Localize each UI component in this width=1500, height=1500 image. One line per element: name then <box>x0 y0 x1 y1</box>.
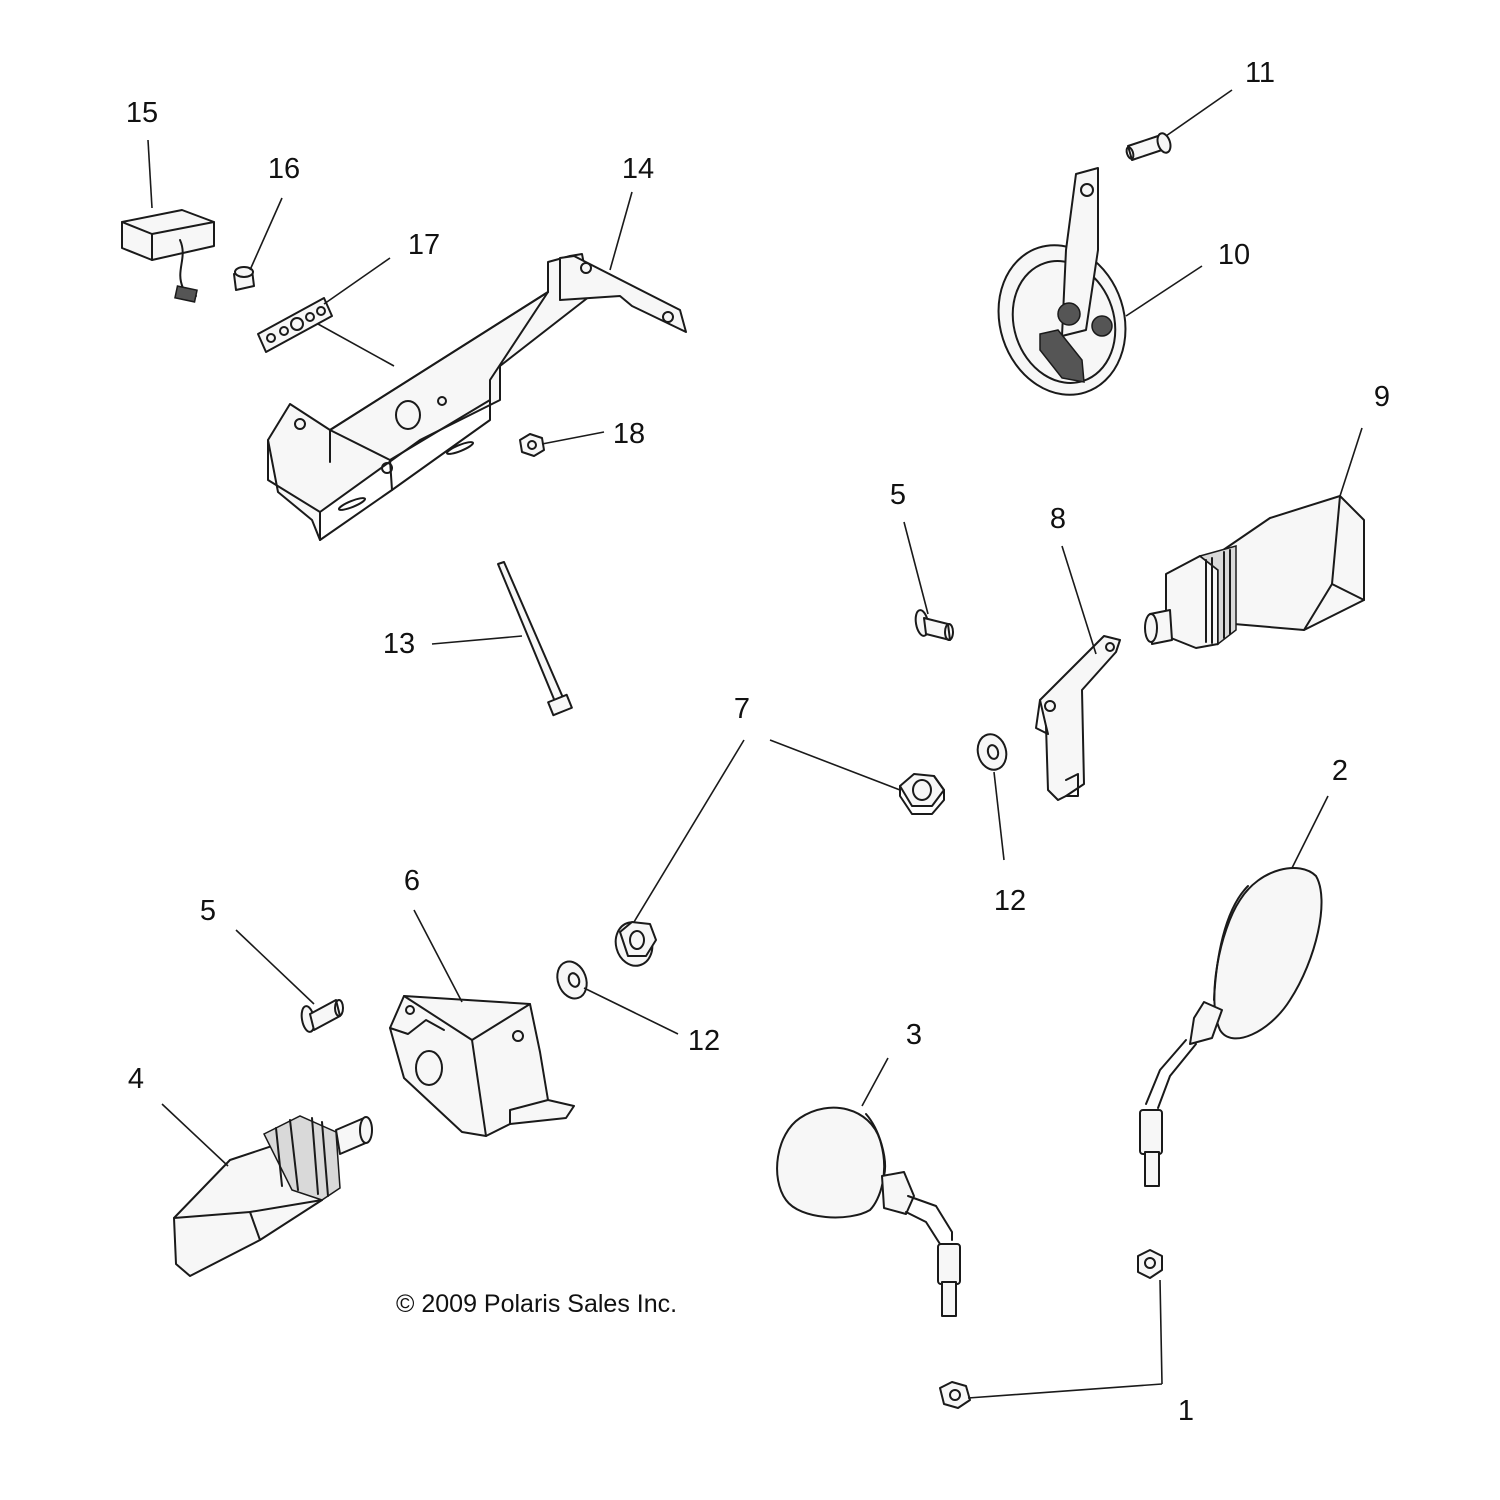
leader-2 <box>1291 795 1329 869</box>
copyright-text: © 2009 Polaris Sales Inc. <box>396 1290 677 1318</box>
part-15-light-unit[interactable] <box>121 209 215 303</box>
leader-11 <box>1165 89 1233 137</box>
part-7-nut-upper[interactable] <box>899 773 945 815</box>
leader-7b <box>633 739 745 923</box>
part-18-nut[interactable] <box>519 433 545 457</box>
part-8-bracket[interactable] <box>1035 635 1121 801</box>
part-1-nut-upper[interactable] <box>1137 1249 1163 1279</box>
leader-10 <box>1125 265 1203 317</box>
part-14-bracket[interactable] <box>267 253 687 541</box>
part-17-plate[interactable] <box>257 297 333 353</box>
part-6-bracket[interactable] <box>389 995 575 1137</box>
callout-1: 1 <box>1178 1395 1194 1427</box>
part-12-washer-lower[interactable] <box>552 957 591 1002</box>
part-1-nut-lower[interactable] <box>939 1381 971 1409</box>
leader-16 <box>249 197 283 271</box>
callout-18: 18 <box>613 418 645 450</box>
part-11-bolt[interactable] <box>1125 132 1173 161</box>
leader-17b <box>317 323 395 367</box>
part-3-mirror-left[interactable] <box>776 1106 961 1317</box>
leader-12a <box>993 771 1005 861</box>
leader-18 <box>541 431 605 445</box>
callout-10: 10 <box>1218 239 1250 271</box>
leader-5a <box>903 521 929 615</box>
part-5-screw-upper[interactable] <box>914 609 954 641</box>
leader-1 <box>967 1279 1163 1399</box>
leader-8 <box>1061 545 1097 655</box>
callout-6: 6 <box>404 865 420 897</box>
callout-16: 16 <box>268 153 300 185</box>
callout-8: 8 <box>1050 503 1066 535</box>
leader-17 <box>323 257 391 305</box>
callout-15: 15 <box>126 97 158 129</box>
callout-14: 14 <box>622 153 654 185</box>
callout-4: 4 <box>128 1063 144 1095</box>
part-13-cable-tie[interactable] <box>497 561 573 717</box>
part-10-horn[interactable] <box>980 167 1145 411</box>
part-5-screw-lower[interactable] <box>300 999 344 1033</box>
leader-5b <box>235 929 315 1005</box>
part-7-nut-lower[interactable] <box>611 918 657 970</box>
callout-12-upper: 12 <box>994 885 1026 917</box>
callout-2: 2 <box>1332 755 1348 787</box>
part-12-washer-upper[interactable] <box>974 731 1010 773</box>
leader-12b <box>583 987 679 1035</box>
callout-7: 7 <box>734 693 750 725</box>
leader-4 <box>161 1103 229 1167</box>
leader-6 <box>413 909 463 1003</box>
part-9-turn-signal[interactable] <box>1144 495 1365 649</box>
callout-17: 17 <box>408 229 440 261</box>
part-2-mirror-right[interactable] <box>1139 867 1323 1187</box>
callout-labels: 15 16 17 14 18 13 11 10 9 5 8 7 12 2 6 5… <box>126 57 1390 1427</box>
callout-5-lower: 5 <box>200 895 216 927</box>
leader-14 <box>609 191 633 271</box>
leader-15 <box>147 139 153 209</box>
leader-3 <box>861 1057 889 1107</box>
callout-5-upper: 5 <box>890 479 906 511</box>
leader-lines <box>147 89 1363 1399</box>
callout-3: 3 <box>906 1019 922 1051</box>
callout-9: 9 <box>1374 381 1390 413</box>
leader-13 <box>431 635 523 645</box>
callout-13: 13 <box>383 628 415 660</box>
part-16-spacer[interactable] <box>233 266 255 291</box>
callout-11: 11 <box>1245 57 1275 89</box>
part-4-turn-signal[interactable] <box>173 1115 373 1277</box>
leader-7a <box>769 739 901 791</box>
callout-12-lower: 12 <box>688 1025 720 1057</box>
leader-9 <box>1339 427 1363 497</box>
